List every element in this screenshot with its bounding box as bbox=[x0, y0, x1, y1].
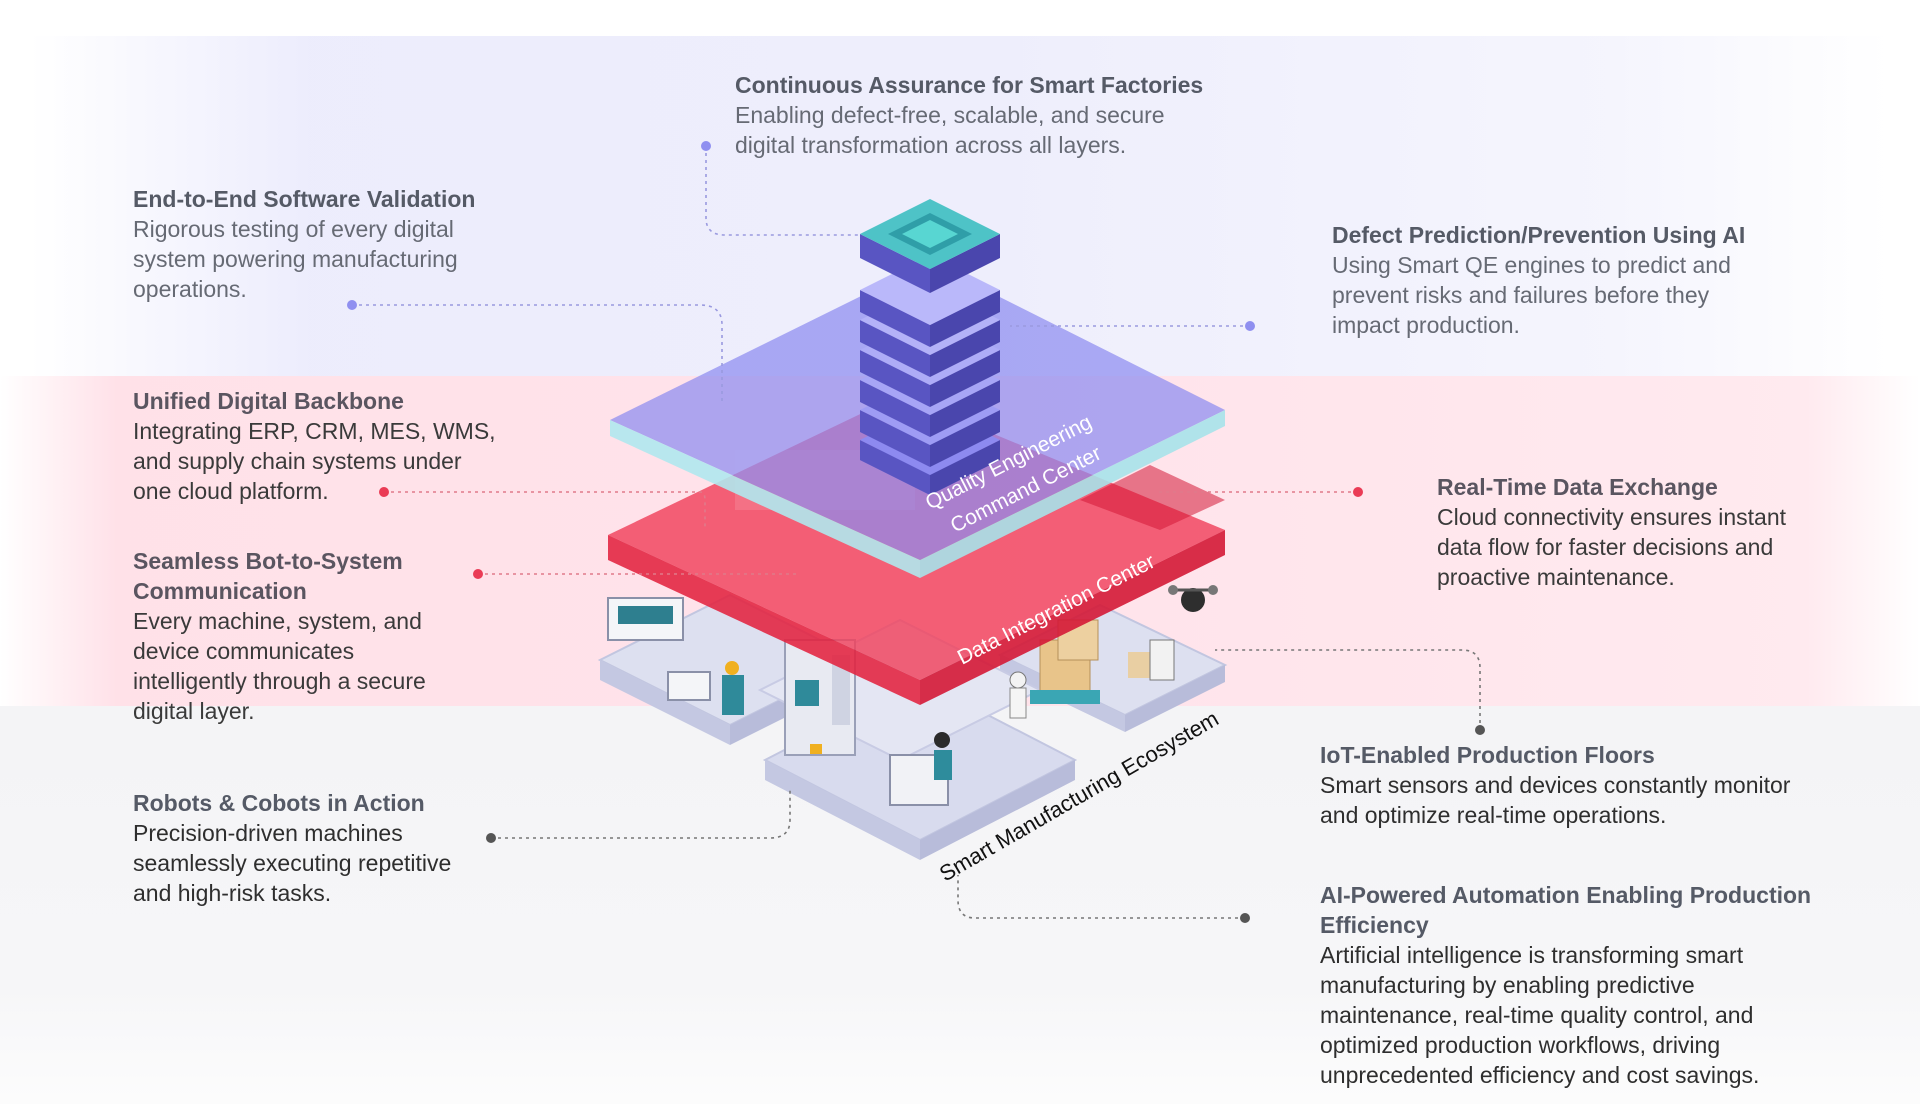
callout-title: Defect Prediction/Prevention Using AI bbox=[1332, 222, 1746, 248]
callout-description: Enabling defect-free, scalable, and secu… bbox=[735, 102, 1165, 158]
dot-backbone bbox=[379, 487, 389, 497]
callout-title: AI-Powered Automation Enabling Productio… bbox=[1320, 882, 1812, 938]
callout-defect-prediction: Defect Prediction/Prevention Using AI Us… bbox=[1332, 220, 1745, 340]
callout-digital-backbone: Unified Digital Backbone Integrating ERP… bbox=[133, 386, 496, 506]
callout-bot-communication: Seamless Bot-to-System Communication Eve… bbox=[133, 546, 426, 726]
callout-description: Precision-driven machines seamlessly exe… bbox=[133, 820, 452, 906]
dot-defect bbox=[1245, 321, 1255, 331]
callout-description: Rigorous testing of every digital system… bbox=[133, 216, 458, 302]
server-stack bbox=[860, 199, 1000, 495]
callout-title: End-to-End Software Validation bbox=[133, 186, 476, 212]
dot-iot bbox=[1475, 725, 1485, 735]
callout-description: Cloud connectivity ensures instant data … bbox=[1437, 504, 1787, 590]
callout-iot-floors: IoT-Enabled Production Floors Smart sens… bbox=[1320, 740, 1790, 830]
dot-bot bbox=[473, 569, 483, 579]
callout-realtime-data: Real-Time Data Exchange Cloud connectivi… bbox=[1437, 472, 1786, 592]
connector-lines bbox=[352, 146, 1481, 919]
callout-description: Every machine, system, and device commun… bbox=[133, 608, 426, 724]
dot-realtime bbox=[1353, 487, 1363, 497]
callout-title: Seamless Bot-to-System Communication bbox=[133, 548, 403, 604]
dot-robots bbox=[486, 833, 496, 843]
callout-description: Artificial intelligence is transforming … bbox=[1320, 942, 1760, 1088]
callout-description: Integrating ERP, CRM, MES, WMS, and supp… bbox=[133, 418, 496, 504]
callout-robots-cobots: Robots & Cobots in Action Precision-driv… bbox=[133, 788, 451, 908]
callout-title: Unified Digital Backbone bbox=[133, 388, 404, 414]
callout-title: Real-Time Data Exchange bbox=[1437, 474, 1718, 500]
callout-ai-automation: AI-Powered Automation Enabling Productio… bbox=[1320, 880, 1811, 1090]
callout-title: Robots & Cobots in Action bbox=[133, 790, 425, 816]
callout-software-validation: End-to-End Software Validation Rigorous … bbox=[133, 184, 475, 304]
dot-ai bbox=[1240, 913, 1250, 923]
dot-assurance bbox=[701, 141, 711, 151]
callout-description: Smart sensors and devices constantly mon… bbox=[1320, 772, 1791, 828]
connector-dots bbox=[347, 141, 1485, 923]
dot-validation bbox=[347, 300, 357, 310]
callout-description: Using Smart QE engines to predict and pr… bbox=[1332, 252, 1731, 338]
callout-continuous-assurance: Continuous Assurance for Smart Factories… bbox=[735, 70, 1203, 160]
callout-title: Continuous Assurance for Smart Factories bbox=[735, 72, 1204, 98]
callout-title: IoT-Enabled Production Floors bbox=[1320, 742, 1655, 768]
